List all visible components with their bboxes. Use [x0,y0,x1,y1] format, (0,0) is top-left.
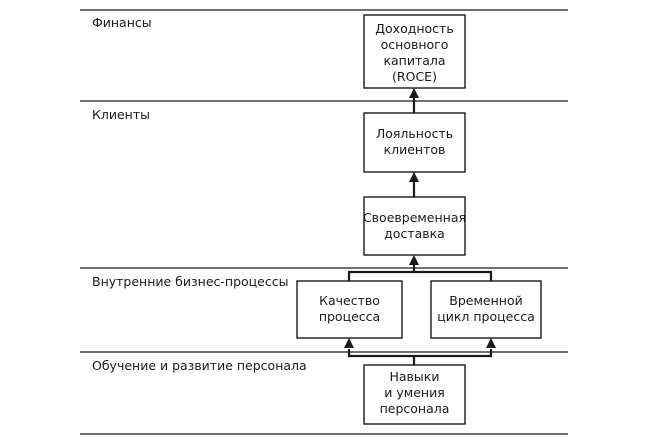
box-cycle: Временной цикл процесса [430,280,542,339]
box-quality-line-2: процесса [319,309,380,324]
box-roce-line-3: капитала [383,53,445,68]
section-label-learning: Обучение и развитие персонала [92,358,307,373]
box-loyalty-line-2: клиентов [384,142,446,157]
box-skills: Навыки и умения персонала [363,364,466,425]
arrowhead-loyalty [409,172,419,182]
box-skills-line-1: Навыки [390,369,440,384]
section-label-finance: Финансы [92,15,152,30]
section-label-customers: Клиенты [92,107,150,122]
box-delivery-line-1: Своевременная [363,210,466,225]
arrowhead-delivery [409,255,419,265]
connector-split-bar [347,349,493,358]
box-roce-line-1: Доходность [375,21,453,36]
arrowhead-roce [409,88,419,98]
box-cycle-line-2: цикл процесса [437,309,535,324]
arrowhead-cycle [486,338,496,348]
box-loyalty: Лояльность клиентов [363,112,466,173]
connector-quality-delivery [347,270,493,281]
box-delivery-line-2: доставка [384,226,445,241]
box-roce-line-4: (ROCE) [392,69,437,84]
box-roce-line-2: основного [381,37,449,52]
section-label-internal: Внутренние бизнес-процессы [92,274,288,289]
box-quality-line-1: Качество [319,293,380,308]
box-quality: Качество процесса [296,280,403,339]
box-skills-line-2: и умения [384,385,444,400]
box-loyalty-line-1: Лояльность [376,126,453,141]
box-delivery: Своевременная доставка [363,196,466,256]
box-cycle-line-1: Временной [449,293,522,308]
arrowhead-quality [344,338,354,348]
box-roce: Доходность основного капитала (ROCE) [363,14,466,89]
box-skills-line-3: персонала [380,401,450,416]
